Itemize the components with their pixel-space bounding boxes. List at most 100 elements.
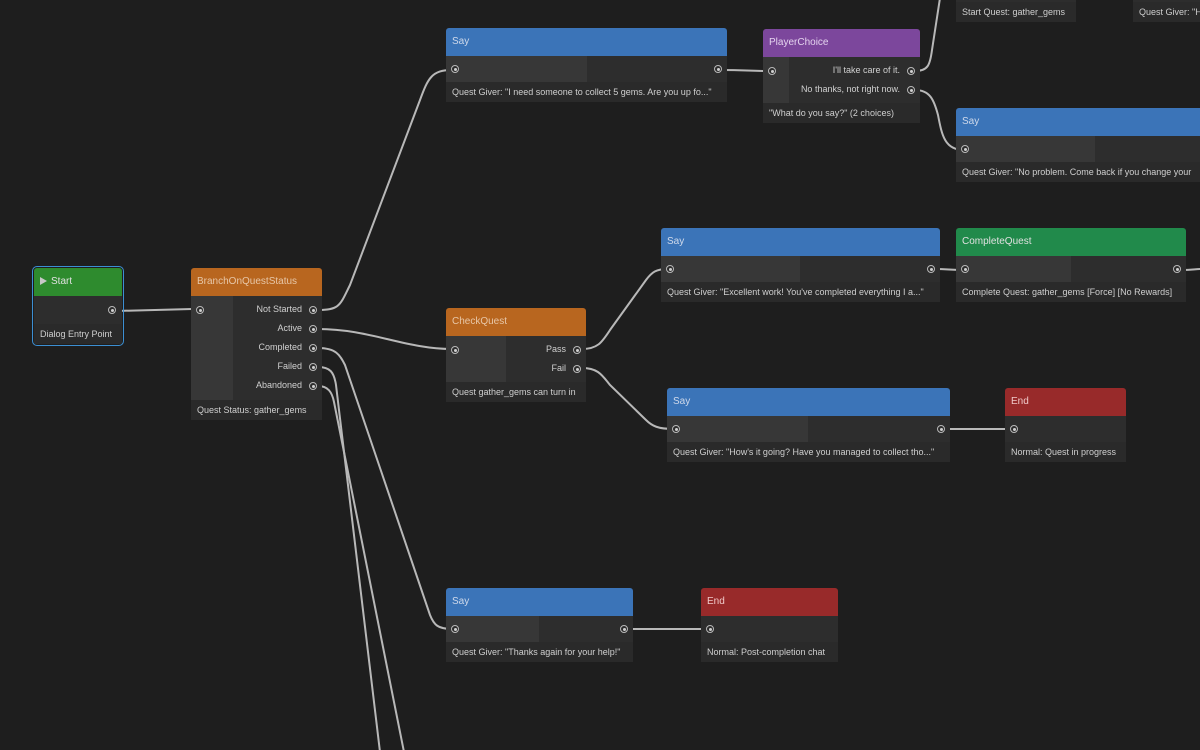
- complete-quest-footer: Complete Quest: gather_gems [Force] [No …: [956, 282, 1186, 302]
- input-port[interactable]: [706, 625, 714, 633]
- wire-abandoned-offscreen: [317, 385, 405, 750]
- start-node-header[interactable]: Start: [34, 268, 122, 296]
- choice-label-decline: No thanks, not right now.: [800, 84, 900, 94]
- say-node-quest-offer[interactable]: Say Quest Giver: "I need someone to coll…: [446, 28, 727, 102]
- start-node[interactable]: Start Dialog Entry Point: [32, 266, 124, 346]
- say-node-footer: Quest Giver: "I need someone to collect …: [446, 82, 727, 102]
- input-column: [956, 256, 1071, 282]
- input-column: [956, 136, 1095, 162]
- output-port-pass[interactable]: [573, 346, 581, 354]
- check-quest-node[interactable]: CheckQuest Pass Fail Quest gather_gems c…: [446, 308, 586, 402]
- input-port[interactable]: [672, 425, 680, 433]
- port-label-completed: Completed: [258, 342, 302, 352]
- player-choice-body: I'll take care of it. No thanks, not rig…: [763, 57, 920, 103]
- say-node-header[interactable]: Say: [661, 228, 940, 256]
- wire-active-checkquest: [317, 328, 453, 350]
- output-port-abandoned[interactable]: [309, 382, 317, 390]
- input-column: [667, 416, 808, 442]
- complete-quest-node[interactable]: CompleteQuest Complete Quest: gather_gem…: [956, 228, 1186, 302]
- input-column: [763, 57, 789, 103]
- input-port[interactable]: [196, 306, 204, 314]
- say-node-body: [667, 416, 950, 442]
- say-node-body: [956, 136, 1200, 162]
- say-node-partial[interactable]: Quest Giver: "H: [1133, 0, 1200, 22]
- output-port-accept[interactable]: [907, 67, 915, 75]
- say-node-decline[interactable]: Say Quest Giver: "No problem. Come back …: [956, 108, 1200, 182]
- port-label-fail: Fail: [551, 363, 566, 373]
- output-port[interactable]: [620, 625, 628, 633]
- player-choice-header[interactable]: PlayerChoice: [763, 29, 920, 57]
- complete-quest-body: [956, 256, 1186, 282]
- branch-node-footer: Quest Status: gather_gems: [191, 400, 322, 420]
- start-quest-body: [956, 0, 1076, 2]
- complete-quest-header[interactable]: CompleteQuest: [956, 228, 1186, 256]
- end-node-header[interactable]: End: [701, 588, 838, 616]
- play-icon: [40, 277, 47, 285]
- output-port-decline[interactable]: [907, 86, 915, 94]
- input-column: [446, 56, 587, 82]
- input-port[interactable]: [666, 265, 674, 273]
- branch-node-header[interactable]: BranchOnQuestStatus: [191, 268, 322, 296]
- port-label-not-started: Not Started: [256, 304, 302, 314]
- input-port[interactable]: [451, 346, 459, 354]
- choice-label-accept: I'll take care of it.: [832, 65, 900, 75]
- wire-choice-decline-say: [914, 89, 965, 151]
- output-port[interactable]: [1173, 265, 1181, 273]
- port-label-failed: Failed: [277, 361, 302, 371]
- wire-fail-say-progress: [581, 367, 675, 430]
- wire-failed-offscreen: [317, 366, 381, 750]
- say-node-body: [446, 616, 633, 642]
- end-node-quest-in-progress[interactable]: End Normal: Quest in progress: [1005, 388, 1126, 462]
- say-node-body: [446, 56, 727, 82]
- end-node-footer: Normal: Post-completion chat: [701, 642, 838, 662]
- check-quest-header[interactable]: CheckQuest: [446, 308, 586, 336]
- end-node-body: [701, 616, 838, 642]
- say-node-header[interactable]: Say: [446, 588, 633, 616]
- output-port[interactable]: [927, 265, 935, 273]
- say-node-header[interactable]: Say: [446, 28, 727, 56]
- say-node-header[interactable]: Say: [956, 108, 1200, 136]
- input-port[interactable]: [451, 625, 459, 633]
- port-label-pass: Pass: [545, 344, 566, 354]
- input-port[interactable]: [1010, 425, 1018, 433]
- say-node-footer: Quest Giver: "How's it going? Have you m…: [667, 442, 950, 462]
- say-node-footer: Quest Giver: "Excellent work! You've com…: [661, 282, 940, 302]
- player-choice-node[interactable]: PlayerChoice I'll take care of it. No th…: [763, 29, 920, 123]
- output-port[interactable]: [937, 425, 945, 433]
- end-node-header[interactable]: End: [1005, 388, 1126, 416]
- branch-on-quest-status-node[interactable]: BranchOnQuestStatus Not Started Active C…: [191, 268, 322, 420]
- say-node-body: [661, 256, 940, 282]
- say-partial-footer: Quest Giver: "H: [1133, 2, 1200, 22]
- wire-completed-say-thanks: [317, 347, 453, 630]
- input-column: [446, 336, 506, 382]
- say-node-header[interactable]: Say: [667, 388, 950, 416]
- start-quest-footer: Start Quest: gather_gems: [956, 2, 1076, 22]
- output-port[interactable]: [714, 65, 722, 73]
- input-port[interactable]: [961, 145, 969, 153]
- say-node-footer: Quest Giver: "Thanks again for your help…: [446, 642, 633, 662]
- input-port[interactable]: [768, 67, 776, 75]
- say-node-thanks[interactable]: Say Quest Giver: "Thanks again for your …: [446, 588, 633, 662]
- input-port[interactable]: [451, 65, 459, 73]
- port-label-active: Active: [277, 323, 302, 333]
- port-label-abandoned: Abandoned: [255, 380, 302, 390]
- end-node-post-completion[interactable]: End Normal: Post-completion chat: [701, 588, 838, 662]
- input-port[interactable]: [961, 265, 969, 273]
- output-port-completed[interactable]: [309, 344, 317, 352]
- wire-notstarted-say-offer: [317, 69, 453, 311]
- start-quest-node[interactable]: Start Quest: gather_gems: [956, 0, 1076, 22]
- check-quest-footer: Quest gather_gems can turn in: [446, 382, 586, 402]
- say-node-progress[interactable]: Say Quest Giver: "How's it going? Have y…: [667, 388, 950, 462]
- say-node-excellent[interactable]: Say Quest Giver: "Excellent work! You've…: [661, 228, 940, 302]
- output-port[interactable]: [108, 306, 116, 314]
- output-port-fail[interactable]: [573, 365, 581, 373]
- output-port-not-started[interactable]: [309, 306, 317, 314]
- wire-pass-say-excellent: [581, 268, 669, 350]
- player-choice-footer: "What do you say?" (2 choices): [763, 103, 920, 123]
- start-node-title: Start: [51, 276, 73, 287]
- wire-start-branch: [115, 308, 193, 312]
- output-port-active[interactable]: [309, 325, 317, 333]
- output-port-failed[interactable]: [309, 363, 317, 371]
- end-node-body: [1005, 416, 1126, 442]
